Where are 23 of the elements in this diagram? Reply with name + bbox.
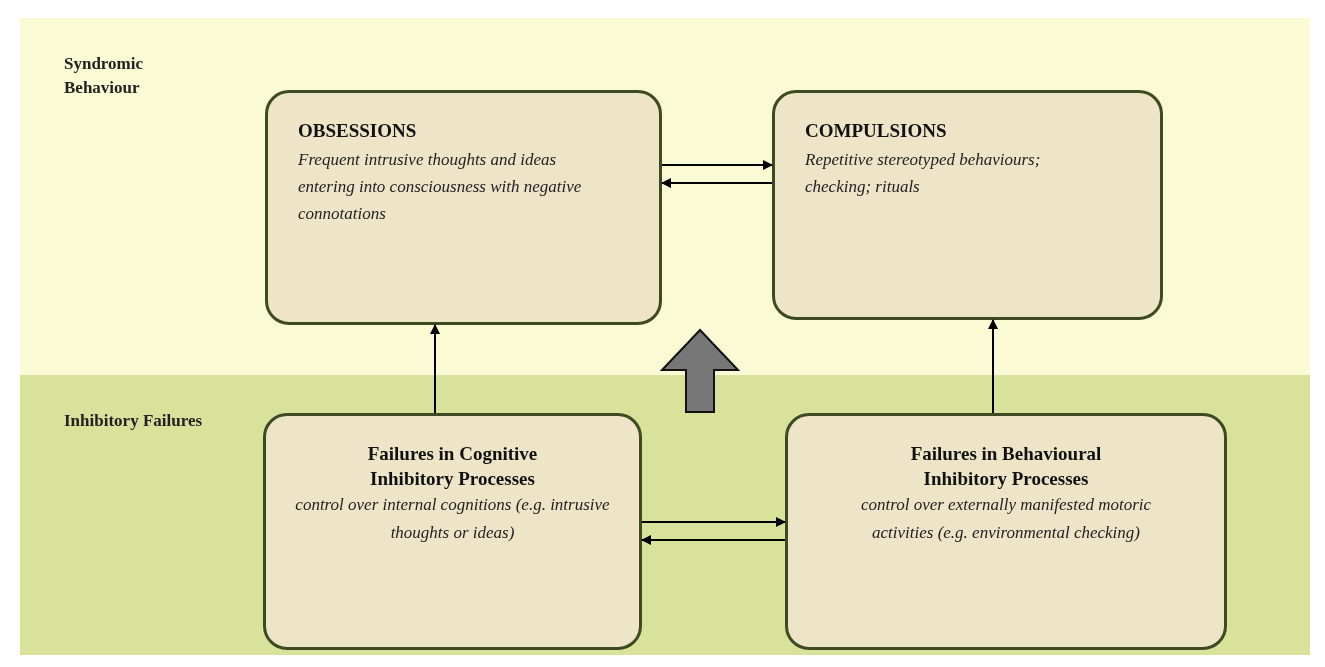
box-heading: Failures in Cognitive Inhibitory Processes	[366, 442, 539, 491]
process-box	[772, 90, 1163, 320]
arrow	[988, 319, 998, 414]
box-description: control over externally manifested motoric activities (e.g. environmental checking)	[859, 494, 1153, 544]
band-label: Inhibitory Failures	[64, 410, 204, 432]
band-label: Syndromic Behaviour	[64, 53, 145, 99]
process-box	[265, 90, 662, 325]
box-heading: Failures in Behavioural Inhibitory Processes	[909, 442, 1103, 491]
box-description: Frequent intrusive thoughts and ideas entering into consciousness with negative connotations	[298, 148, 583, 226]
box-heading: COMPULSIONS	[805, 119, 948, 143]
arrow	[430, 324, 440, 414]
box-description: Repetitive stereotyped behaviours; checking; rituals	[805, 148, 1042, 198]
arrow	[641, 535, 786, 545]
band-background	[20, 18, 1310, 375]
process-box	[263, 413, 642, 650]
arrow	[661, 178, 773, 188]
arrow	[641, 517, 786, 527]
thick-arrow	[659, 328, 741, 413]
box-heading: OBSESSIONS	[298, 119, 418, 143]
arrow	[661, 160, 773, 170]
box-description: control over internal cognitions (e.g. intrusive thoughts or ideas)	[294, 494, 611, 544]
process-box	[785, 413, 1227, 650]
band-background	[20, 375, 1310, 655]
